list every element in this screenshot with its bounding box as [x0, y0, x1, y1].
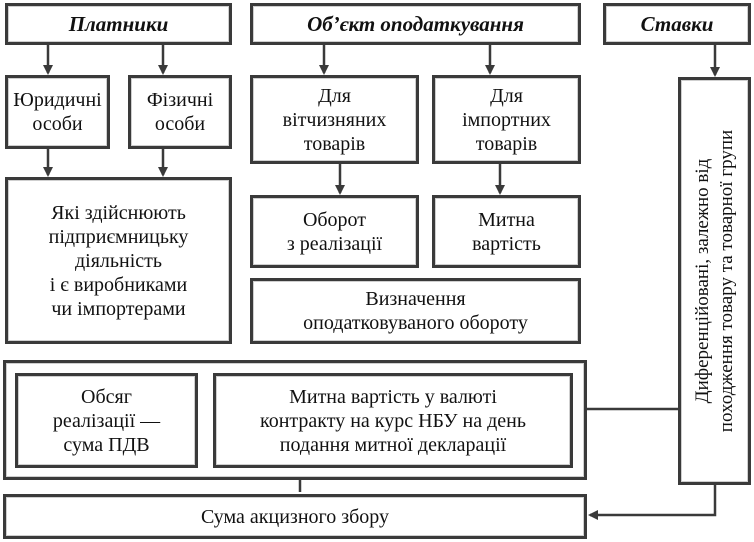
object-header: Об’єкт оподаткування	[250, 3, 581, 45]
domestic-goods-box: Для вітчизняних товарів	[250, 75, 419, 164]
payers-header: Платники	[5, 3, 232, 45]
payers-description-label: Які здійснюють підприємницьку діяльність…	[48, 201, 189, 320]
individuals-box: Фізичні особи	[128, 75, 232, 149]
customs-currency-box: Митна вартість у валюті контракту на кур…	[213, 373, 573, 468]
sales-volume-label: Обсяг реалізації — сума ПДВ	[52, 385, 161, 456]
turnover-box: Оборот з реалізації	[250, 195, 419, 268]
payers-description-box: Які здійснюють підприємницьку діяльність…	[5, 177, 232, 344]
object-header-label: Об’єкт оподаткування	[307, 12, 524, 36]
arrow-differentiated-to-excise	[588, 484, 717, 520]
differentiated-rates-box: Диференційовані, залежно від походження …	[678, 77, 751, 485]
imported-goods-label: Для імпортних товарів	[462, 84, 551, 155]
sales-volume-box: Обсяг реалізації — сума ПДВ	[15, 373, 198, 468]
rates-header-label: Ставки	[640, 12, 714, 36]
payers-header-label: Платники	[68, 12, 169, 36]
customs-value-label: Митна вартість	[472, 208, 541, 255]
excise-sum-label: Сума акцизного збору	[200, 505, 390, 528]
differentiated-rates-label: Диференційовані, залежно від походження …	[691, 129, 737, 433]
excise-sum-box: Сума акцизного збору	[3, 494, 587, 539]
legal-entities-label: Юридичні особи	[13, 89, 102, 135]
turnover-label: Оборот з реалізації	[286, 208, 383, 255]
legal-entities-box: Юридичні особи	[5, 75, 110, 149]
imported-goods-box: Для імпортних товарів	[432, 75, 581, 164]
taxable-turnover-label: Визначення оподатковуваного обороту	[303, 288, 528, 334]
rates-header: Ставки	[603, 3, 751, 45]
taxable-turnover-box: Визначення оподатковуваного обороту	[250, 278, 581, 344]
individuals-label: Фізичні особи	[146, 89, 214, 135]
customs-currency-label: Митна вартість у валюті контракту на кур…	[260, 385, 526, 456]
domestic-goods-label: Для вітчизняних товарів	[282, 84, 387, 155]
customs-value-box: Митна вартість	[432, 195, 581, 268]
